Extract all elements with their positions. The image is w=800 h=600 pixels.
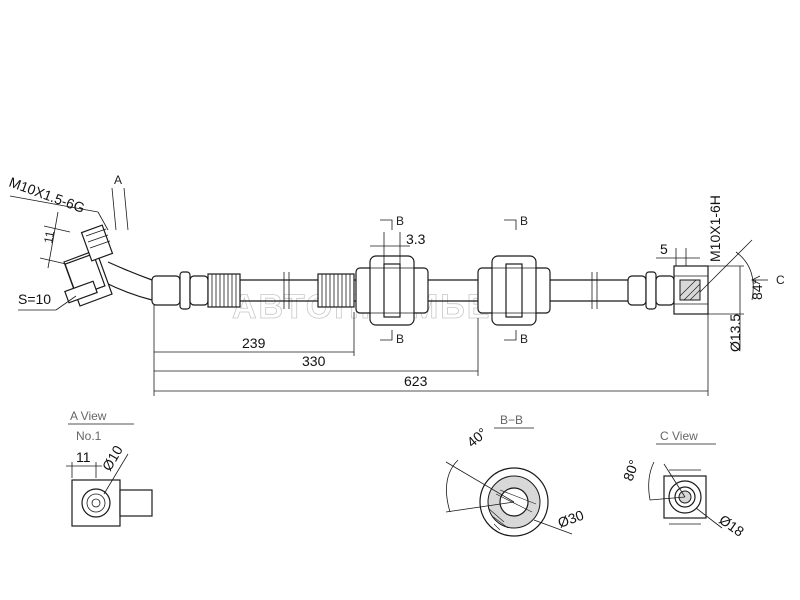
left-banjo-fitting: [63, 224, 153, 307]
view-bb-title: B−B: [500, 413, 523, 427]
break-marks: [283, 272, 598, 309]
view-a-11-label: 11: [76, 449, 91, 465]
view-mark-a: A: [114, 173, 122, 187]
left-ferrule: [151, 271, 209, 310]
section-b-bottom-2: B: [520, 332, 528, 346]
dim-239-label: 239: [242, 335, 266, 351]
view-bb-dia-label: Ø30: [556, 507, 587, 531]
brake-hose: [63, 224, 709, 326]
dim-3-3-label: 3.3: [406, 231, 426, 247]
view-a-subtitle: No.1: [76, 429, 102, 443]
left-11-label: 11: [41, 230, 57, 245]
length-dimensions: 239 330 623: [153, 305, 709, 396]
spring-guard-1: [207, 273, 241, 308]
view-a-title: A View: [70, 409, 107, 423]
dim-330-label: 330: [302, 353, 326, 369]
hex-size-label: S=10: [18, 291, 51, 307]
dim-5-label: 5: [660, 241, 668, 257]
grommet-1: [355, 255, 429, 326]
grommet-2: [477, 255, 551, 326]
view-bb: B−B 40° Ø30: [445, 413, 587, 537]
hex-size-callout: S=10: [18, 291, 77, 311]
dim-623-label: 623: [404, 373, 428, 389]
spring-guard-2: [317, 273, 355, 308]
view-a-dia-label: Ø10: [99, 442, 126, 473]
left-dim-11: 11: [39, 211, 71, 269]
section-marks: B B B B: [380, 214, 528, 346]
view-c-angle-label: 80°: [620, 458, 642, 483]
section-b-bottom-1: B: [396, 332, 404, 346]
left-thread-label: M10X1.5-6G: [7, 174, 87, 216]
right-thread-label: M10X1-6H: [707, 195, 723, 262]
right-fitting: [627, 265, 709, 315]
view-c-title: C View: [660, 429, 698, 443]
dia-13-5-label: Ø13.5: [727, 314, 743, 352]
right-fitting-dims: M10X1-6H 5 84° C Ø13.5: [656, 195, 785, 352]
section-b-top-1: B: [396, 214, 404, 228]
view-mark-c: C: [776, 273, 785, 287]
view-c-dia-label: Ø18: [716, 511, 747, 539]
view-c: C View 80° Ø18: [620, 429, 748, 540]
dim-3-3: 3.3: [370, 231, 426, 264]
view-bb-angle-label: 40°: [464, 424, 491, 450]
section-b-top-2: B: [520, 214, 528, 228]
angle-84-label: 84°: [749, 279, 765, 300]
view-a: A View No.1 11 Ø10: [66, 409, 153, 527]
left-thread-callout: M10X1.5-6G A: [7, 173, 129, 231]
